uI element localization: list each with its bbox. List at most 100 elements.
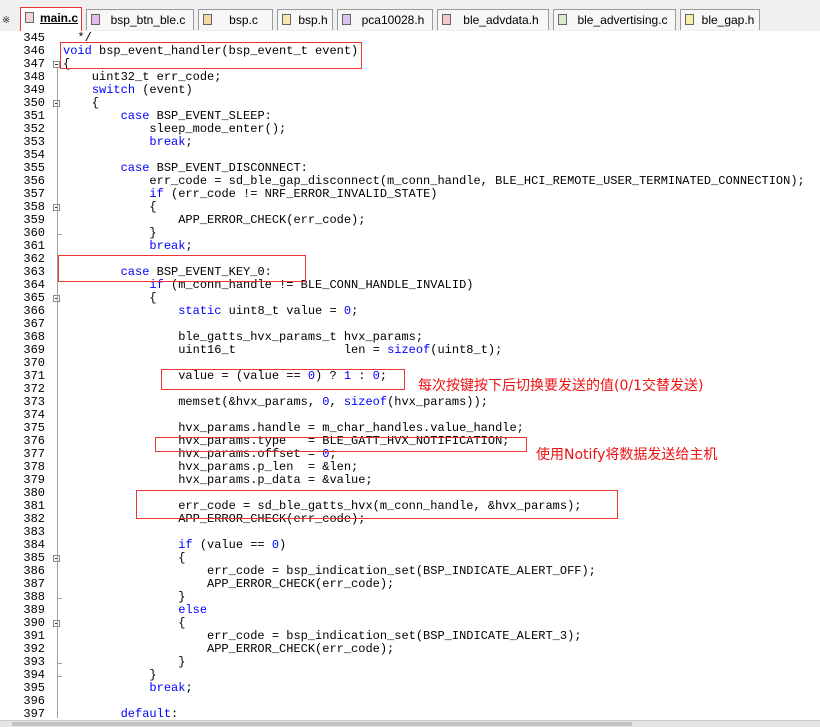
code-text: err_code = bsp_indication_set(BSP_INDICA… — [63, 629, 582, 643]
code-line[interactable]: break; — [63, 682, 820, 695]
tab-label: ble_advertising.c — [577, 13, 668, 27]
line-number: 370 — [23, 356, 45, 370]
fold-toggle-icon[interactable] — [53, 61, 60, 68]
code-line[interactable]: case BSP_EVENT_DISCONNECT: — [63, 162, 820, 175]
code-line[interactable]: err_code = sd_ble_gap_disconnect(m_conn_… — [63, 175, 820, 188]
tab-ble-advertising-c[interactable]: ble_advertising.c — [553, 9, 676, 30]
fold-toggle-icon[interactable] — [53, 295, 60, 302]
code-line[interactable]: { — [63, 58, 820, 71]
code-text — [63, 187, 149, 201]
line-number: 355 — [23, 161, 45, 175]
code-line[interactable]: default: — [63, 708, 820, 721]
code-keyword: if — [178, 538, 193, 552]
code-text: ; — [329, 447, 337, 461]
line-number: 397 — [23, 707, 45, 721]
tab-main-c[interactable]: main.c — [20, 7, 82, 31]
fold-guide-line — [57, 68, 58, 718]
code-line[interactable]: { — [63, 292, 820, 305]
code-line[interactable]: static uint8_t value = 0; — [63, 305, 820, 318]
code-line[interactable]: value = (value == 0) ? 1 : 0; — [63, 370, 820, 383]
code-line[interactable]: break; — [63, 240, 820, 253]
tab-pca10028-h[interactable]: pca10028.h — [337, 9, 433, 30]
line-number: 391 — [23, 629, 45, 643]
tab-label: bsp.h — [298, 13, 328, 27]
code-line[interactable]: { — [63, 552, 820, 565]
line-number: 360 — [23, 226, 45, 240]
code-line[interactable]: APP_ERROR_CHECK(err_code); — [63, 513, 820, 526]
tab-bsp-h[interactable]: bsp.h — [277, 9, 333, 30]
code-line[interactable]: uint16_t len = sizeof(uint8_t); — [63, 344, 820, 357]
code-text: err_code = sd_ble_gap_disconnect(m_conn_… — [63, 174, 805, 188]
code-text: value = (value == — [63, 369, 308, 383]
annotation-notify-note: 使用Notify将数据发送给主机 — [536, 447, 718, 463]
code-line[interactable]: if (err_code != NRF_ERROR_INVALID_STATE) — [63, 188, 820, 201]
code-line[interactable]: APP_ERROR_CHECK(err_code); — [63, 214, 820, 227]
code-line[interactable]: void bsp_event_handler(bsp_event_t event… — [63, 45, 820, 58]
code-line[interactable]: } — [63, 669, 820, 682]
code-keyword: sizeof — [387, 343, 431, 357]
line-number: 390 — [23, 616, 45, 630]
file-icon — [282, 14, 291, 25]
code-line[interactable]: if (m_conn_handle != BLE_CONN_HANDLE_INV… — [63, 279, 820, 292]
code-line[interactable]: else — [63, 604, 820, 617]
code-line[interactable]: ble_gatts_hvx_params_t hvx_params; — [63, 331, 820, 344]
fold-toggle-icon[interactable] — [53, 204, 60, 211]
code-line[interactable]: memset(&hvx_params, 0, sizeof(hvx_params… — [63, 396, 820, 409]
fold-toggle-icon[interactable] — [53, 100, 60, 107]
code-line[interactable]: { — [63, 97, 820, 110]
code-keyword: if — [149, 187, 164, 201]
code-line[interactable]: err_code = bsp_indication_set(BSP_INDICA… — [63, 630, 820, 643]
code-line[interactable]: hvx_params.handle = m_char_handles.value… — [63, 422, 820, 435]
tab-bsp-btn-ble-c[interactable]: bsp_btn_ble.c — [86, 9, 194, 30]
code-line[interactable]: hvx_params.p_data = &value; — [63, 474, 820, 487]
horizontal-scrollbar[interactable] — [0, 720, 820, 727]
file-icon — [203, 14, 212, 25]
code-line[interactable]: */ — [63, 32, 820, 45]
code-text — [63, 603, 178, 617]
code-line[interactable]: { — [63, 201, 820, 214]
line-number: 378 — [23, 460, 45, 474]
code-line[interactable]: } — [63, 227, 820, 240]
code-line[interactable]: case BSP_EVENT_KEY_0: — [63, 266, 820, 279]
line-number: 392 — [23, 642, 45, 656]
code-line[interactable]: break; — [63, 136, 820, 149]
code-line[interactable]: APP_ERROR_CHECK(err_code); — [63, 643, 820, 656]
code-line[interactable]: switch (event) — [63, 84, 820, 97]
code-line[interactable]: case BSP_EVENT_SLEEP: — [63, 110, 820, 123]
line-number: 379 — [23, 473, 45, 487]
code-text: { — [63, 96, 100, 110]
fold-end-marker — [57, 676, 62, 677]
tab-label: pca10028.h — [361, 13, 425, 27]
code-line[interactable]: uint32_t err_code; — [63, 71, 820, 84]
line-number: 367 — [23, 317, 45, 331]
code-number: 1 — [343, 369, 352, 383]
code-line[interactable]: err_code = bsp_indication_set(BSP_INDICA… — [63, 565, 820, 578]
code-line[interactable]: if (value == 0) — [63, 539, 820, 552]
code-line[interactable]: hvx_params.p_len = &len; — [63, 461, 820, 474]
code-keyword: case — [120, 265, 150, 279]
fold-toggle-icon[interactable] — [53, 555, 60, 562]
code-line[interactable]: sleep_mode_enter(); — [63, 123, 820, 136]
code-text: APP_ERROR_CHECK(err_code); — [63, 642, 395, 656]
code-line[interactable]: } — [63, 656, 820, 669]
tab-label: main.c — [39, 11, 78, 25]
code-line[interactable]: APP_ERROR_CHECK(err_code); — [63, 578, 820, 591]
code-text: bsp_event_handler(bsp_event_t event) — [91, 44, 359, 58]
tab-ble-gap-h[interactable]: ble_gap.h — [680, 9, 760, 30]
code-text — [63, 239, 149, 253]
tab-bsp-c[interactable]: bsp.c — [198, 9, 273, 30]
line-number: 361 — [23, 239, 45, 253]
code-line[interactable]: } — [63, 591, 820, 604]
scrollbar-thumb[interactable] — [12, 722, 632, 726]
code-line[interactable]: { — [63, 617, 820, 630]
code-line[interactable]: err_code = sd_ble_gatts_hvx(m_conn_handl… — [63, 500, 820, 513]
fold-toggle-icon[interactable] — [53, 620, 60, 627]
tab-ble-advdata-h[interactable]: ble_advdata.h — [437, 9, 549, 30]
pin-icon[interactable]: ※ — [2, 15, 11, 26]
code-line[interactable]: hvx_params.offset = 0; — [63, 448, 820, 461]
code-number: 0 — [271, 538, 280, 552]
line-number: 357 — [23, 187, 45, 201]
code-text: { — [63, 291, 157, 305]
line-number: 372 — [23, 382, 45, 396]
